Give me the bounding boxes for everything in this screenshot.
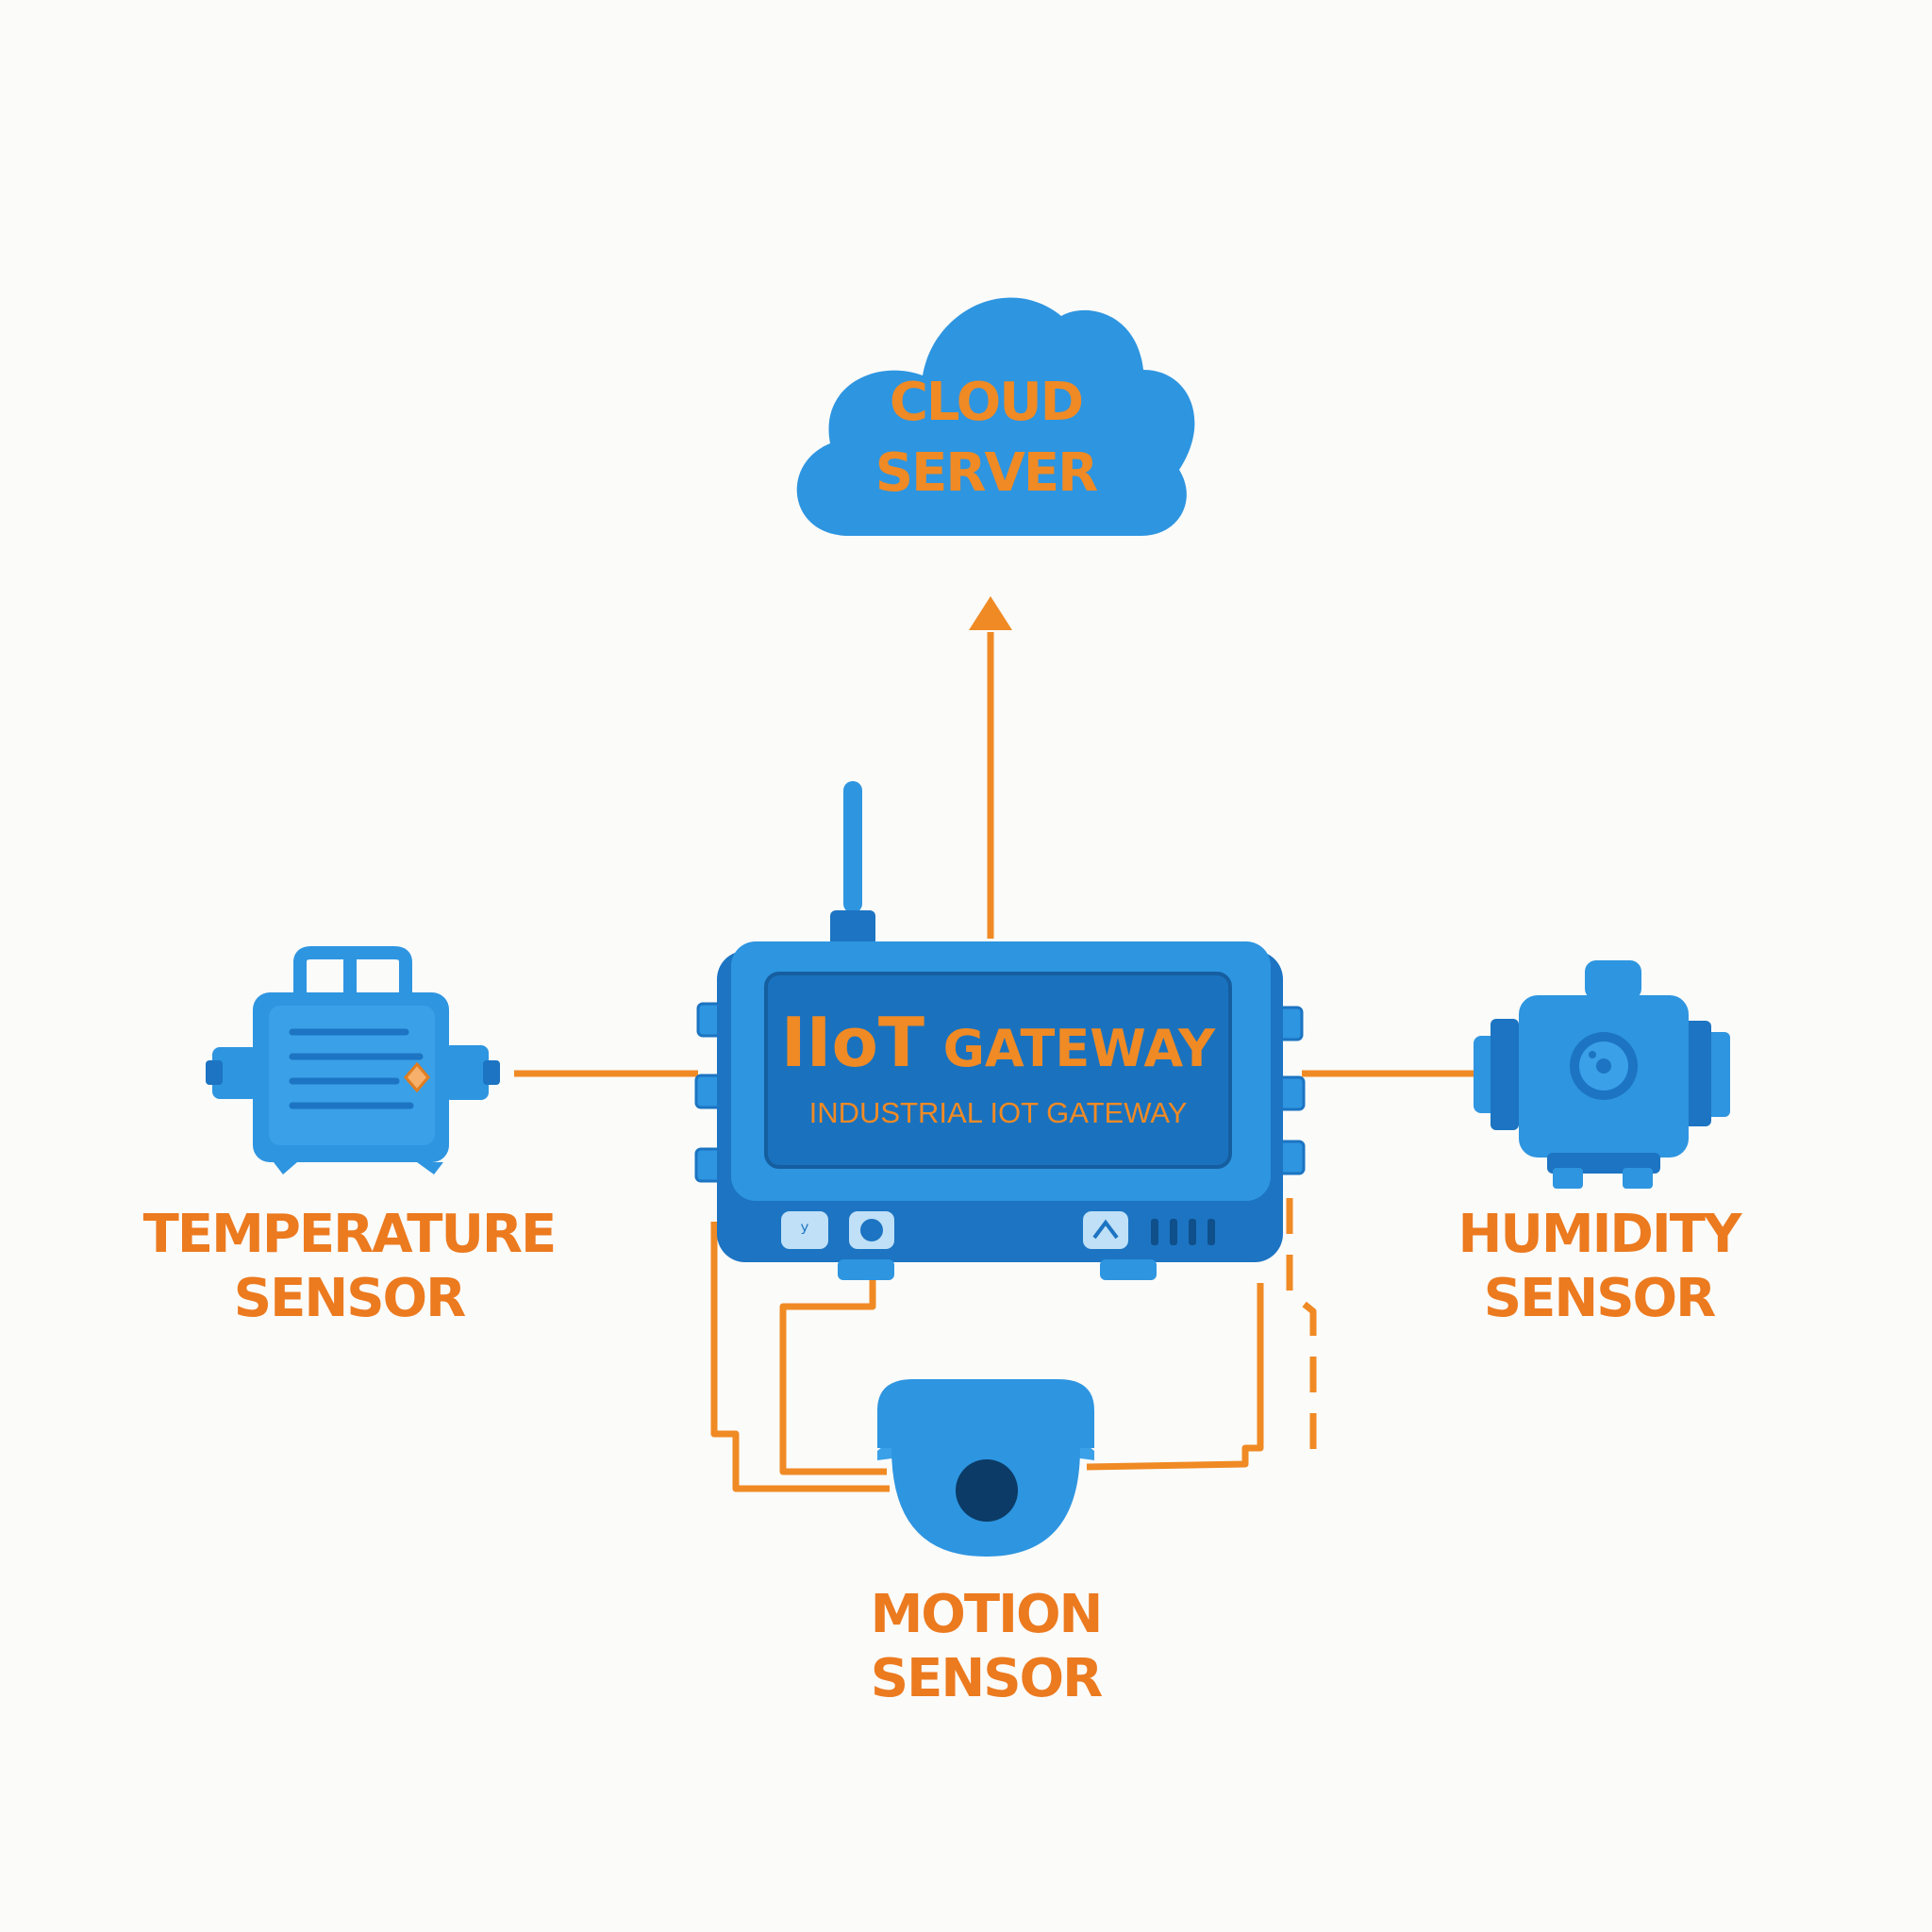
gateway-foot-left xyxy=(838,1259,894,1280)
svg-text:ʸ: ʸ xyxy=(801,1218,809,1244)
antenna-icon xyxy=(843,781,862,913)
temperature-indicator-icon xyxy=(404,1061,430,1093)
motion-camera-icon xyxy=(877,1379,1094,1557)
humidity-label-line1: HUMIDITY xyxy=(1458,1204,1743,1265)
gateway-brand: IIoT xyxy=(781,1003,924,1082)
gateway-title: IIoT GATEWAY xyxy=(781,1003,1216,1082)
motion-sensor: MOTION SENSOR xyxy=(871,1379,1104,1709)
gateway-subtitle: INDUSTRIAL IOT GATEWAY xyxy=(809,1096,1188,1129)
cloud-label-line1: CLOUD xyxy=(890,372,1082,433)
cloud-server: CLOUD SERVER xyxy=(796,297,1195,536)
cloud-label-line2: SERVER xyxy=(875,442,1097,504)
gateway-screen xyxy=(764,972,1232,1169)
uplink-arrow xyxy=(969,596,1012,630)
humidity-sensor: HUMIDITY SENSOR xyxy=(1458,960,1745,1329)
vent-slots xyxy=(1151,1219,1215,1245)
motion-link-line-far-right xyxy=(1286,1198,1317,1453)
camera-lens xyxy=(956,1459,1018,1522)
motion-label-line1: MOTION xyxy=(871,1584,1102,1645)
humidity-label-line2: SENSOR xyxy=(1484,1268,1715,1329)
temperature-sensor: TEMPERATURE SENSOR xyxy=(143,946,557,1329)
status-icon-power xyxy=(1083,1211,1128,1249)
motion-link-line-right xyxy=(1086,1283,1264,1471)
temperature-sensor-icon xyxy=(206,946,500,1174)
connection-lines xyxy=(514,596,1476,1492)
gateway-foot-right xyxy=(1100,1259,1157,1280)
temperature-label-line2: SENSOR xyxy=(234,1268,465,1329)
cloud-icon xyxy=(796,297,1195,536)
status-icon-signal xyxy=(781,1211,828,1249)
motion-link-line-inner-left xyxy=(779,1274,887,1475)
humidity-sensor-icon xyxy=(1474,960,1730,1189)
gateway-title-word: GATEWAY xyxy=(943,1019,1216,1078)
temperature-label-line1: TEMPERATURE xyxy=(143,1204,556,1265)
motion-label-line2: SENSOR xyxy=(871,1648,1102,1709)
iiot-gateway: IIoT GATEWAY INDUSTRIAL IOT GATEWAY ʸ xyxy=(694,781,1306,1280)
antenna-base xyxy=(830,910,875,946)
motion-link-line-outer-left xyxy=(710,1222,890,1492)
